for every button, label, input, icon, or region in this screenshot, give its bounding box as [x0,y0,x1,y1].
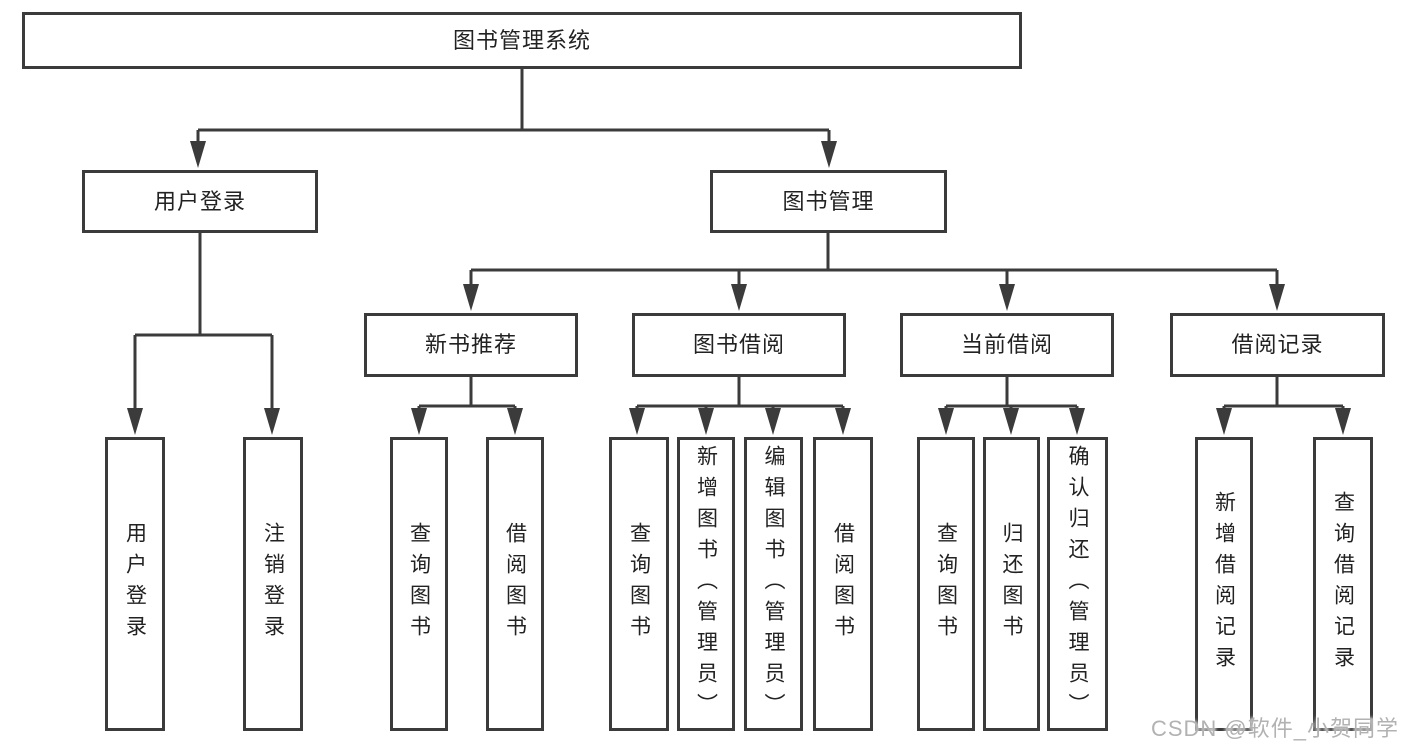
leaf-borrow-books-newbook: 借阅图书 [486,437,544,731]
edge-userlogin-to-leaves [133,233,274,420]
arrowhead [938,408,954,435]
arrowhead [264,408,280,435]
leaf-add-borrow-record: 新增借阅记录 [1195,437,1253,731]
node-user-login: 用户登录 [82,170,318,233]
leaf-query-borrow-record: 查询借阅记录 [1313,437,1373,731]
node-book-borrowing: 图书借阅 [632,313,846,377]
node-new-book-recommend: 新书推荐 [364,313,578,377]
arrowhead [698,408,714,435]
arrowhead [999,284,1015,311]
node-borrowing-records: 借阅记录 [1170,313,1385,377]
leaf-logout: 注销登录 [243,437,303,731]
leaf-confirm-return-admin: 确认归还（管理员） [1047,437,1108,731]
node-root: 图书管理系统 [22,12,1022,69]
arrowhead [127,408,143,435]
leaf-user-login: 用户登录 [105,437,165,731]
leaf-edit-books-admin: 编辑图书（管理员） [744,437,803,731]
csdn-watermark: CSDN @软件_小贺同学 [1150,716,1399,741]
edge-bookmgmt-to-level3 [469,233,1279,294]
arrowhead [190,141,206,168]
edge-current-to-leaves [944,377,1079,420]
leaf-borrow-books-borrowing: 借阅图书 [813,437,873,731]
edge-records-to-leaves [1222,377,1345,420]
arrowhead [821,141,837,168]
leaf-query-books-borrowing: 查询图书 [609,437,669,731]
arrowhead [507,408,523,435]
edge-borrowing-to-leaves [635,377,845,420]
node-current-borrowing: 当前借阅 [900,313,1114,377]
arrowhead [731,284,747,311]
leaf-return-books: 归还图书 [983,437,1040,731]
arrowhead [765,408,781,435]
arrowhead [463,284,479,311]
leaf-query-books-newbook: 查询图书 [390,437,448,731]
arrowhead [411,408,427,435]
leaf-query-books-current: 查询图书 [917,437,975,731]
arrowhead [1003,408,1019,435]
leaf-add-books-admin: 新增图书（管理员） [677,437,735,731]
arrowhead [1069,408,1085,435]
arrowhead [1335,408,1351,435]
arrowhead [835,408,851,435]
node-book-management: 图书管理 [710,170,947,233]
arrowhead [1269,284,1285,311]
arrowhead [629,408,645,435]
arrowhead [1216,408,1232,435]
edge-newbook-to-leaves [417,377,517,420]
edge-root-to-level2 [196,69,831,150]
